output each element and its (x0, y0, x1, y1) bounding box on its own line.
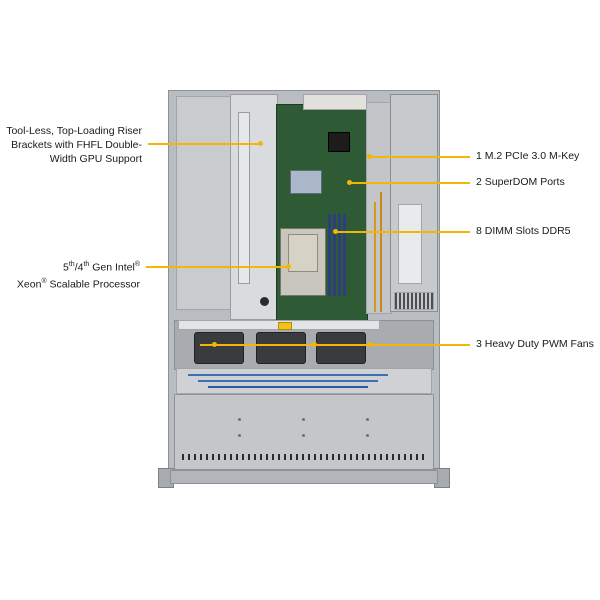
callout-cpu-line1: 5th/4th Gen Intel® (63, 261, 140, 274)
dimm-slot (338, 214, 341, 296)
callout-cpu-line2: Xeon® Scalable Processor (16, 277, 140, 291)
riser-screw (260, 297, 269, 306)
right-bay (366, 102, 392, 314)
leader-dot-superdom (347, 180, 352, 185)
psu-grill (398, 204, 422, 284)
leader-superdom (350, 182, 470, 184)
leader-m2 (370, 156, 470, 158)
callout-riser: Tool-Less, Top-Loading Riser Brackets wi… (4, 124, 142, 166)
screw-hole (366, 418, 369, 421)
leader-dot-riser (258, 141, 263, 146)
left-bay (176, 96, 236, 310)
sata-cable (198, 380, 378, 382)
screw-hole (302, 434, 305, 437)
callout-riser-line: Tool-Less, Top-Loading Riser (6, 125, 142, 137)
fan-label (278, 322, 292, 330)
leader-riser (148, 143, 262, 145)
screw-hole (238, 418, 241, 421)
leader-dot-dimm (333, 229, 338, 234)
screw-hole (302, 418, 305, 421)
fan (256, 332, 306, 364)
callout-riser-line: Width GPU Support (49, 153, 142, 165)
dimm-slot (343, 214, 346, 296)
cpu-heatspreader (288, 234, 318, 272)
front-vent (182, 454, 424, 460)
leader-dimm (336, 231, 470, 233)
leader-dot-m2 (367, 154, 372, 159)
fan (194, 332, 244, 364)
screw-hole (366, 434, 369, 437)
callout-fans: 3 Heavy Duty PWM Fans (476, 338, 594, 350)
leader-cpu (146, 266, 290, 268)
screw-hole (238, 434, 241, 437)
power-cable (380, 192, 382, 312)
leader-dot-cpu (286, 264, 291, 269)
power-cable (374, 202, 376, 312)
leader-dot-fans-2 (312, 342, 317, 347)
callout-superdom: 2 SuperDOM Ports (476, 176, 565, 188)
callout-cpu: 5th/4th Gen Intel® Xeon® Scalable Proces… (4, 258, 140, 291)
front-bezel (170, 470, 438, 484)
bmc-chip (328, 132, 350, 152)
dimm-slot (333, 214, 336, 296)
pcie-slot-bracket (303, 94, 367, 110)
fan (316, 332, 366, 364)
leader-dot-fans-1 (212, 342, 217, 347)
leader-fans (200, 344, 470, 346)
callout-riser-line: Brackets with FHFL Double- (11, 139, 142, 151)
callout-m2: 1 M.2 PCIe 3.0 M-Key (476, 150, 580, 162)
psu-vent (394, 292, 434, 310)
chipset-heatsink (290, 170, 322, 194)
sata-cable (188, 374, 388, 376)
sata-cable (208, 386, 368, 388)
riser-bracket-arm (238, 112, 250, 284)
leader-dot-fans-3 (368, 342, 373, 347)
server-chassis-image (158, 82, 450, 488)
dimm-slot (328, 214, 331, 296)
callout-dimm: 8 DIMM Slots DDR5 (476, 225, 571, 237)
